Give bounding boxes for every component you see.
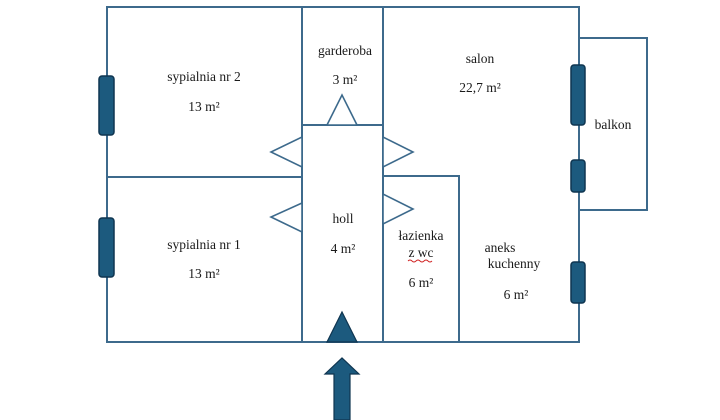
label-sypialnia-2: sypialnia nr 2 (167, 69, 241, 84)
label-garderoba: garderoba (318, 43, 372, 58)
doors (269, 93, 415, 234)
window-balcony-door (570, 159, 586, 193)
window-kitchen (570, 261, 586, 304)
door-bathroom (382, 192, 415, 226)
entrance-arrow (323, 357, 361, 420)
area-holl: 4 m² (331, 241, 356, 256)
label-aneks-line1: aneks (485, 240, 516, 255)
wall-bathroom (383, 175, 460, 342)
area-garderoba: 3 m² (333, 72, 358, 87)
window-salon (570, 64, 586, 126)
room-labels: sypialnia nr 2 13 m² garderoba 3 m² salo… (167, 43, 631, 302)
label-sypialnia-1: sypialnia nr 1 (167, 237, 241, 252)
area-salon: 22,7 m² (459, 80, 501, 95)
window-bedroom-2 (98, 75, 115, 136)
balcony-outline (579, 37, 648, 211)
area-aneks: 6 m² (504, 287, 529, 302)
walls (106, 6, 648, 343)
window-bedroom-1 (98, 217, 115, 278)
door-garderoba (325, 93, 359, 126)
door-bedroom-1 (269, 201, 303, 234)
area-sypialnia-1: 13 m² (188, 266, 219, 281)
area-sypialnia-2: 13 m² (188, 99, 219, 114)
label-lazienka-line1: łazienka (399, 228, 444, 243)
entrance-triangle (326, 310, 358, 343)
label-holl: holl (332, 211, 353, 226)
door-bedroom-2 (269, 135, 303, 169)
label-aneks-line2: kuchenny (488, 256, 541, 271)
area-lazienka: 6 m² (409, 275, 434, 290)
entrance-arrow-icon (323, 310, 361, 420)
spellcheck-underline (407, 259, 433, 263)
label-balkon: balkon (595, 117, 632, 132)
label-lazienka-line2: z wc (408, 245, 433, 260)
windows (98, 64, 586, 304)
door-salon (382, 135, 415, 169)
label-salon: salon (466, 51, 495, 66)
